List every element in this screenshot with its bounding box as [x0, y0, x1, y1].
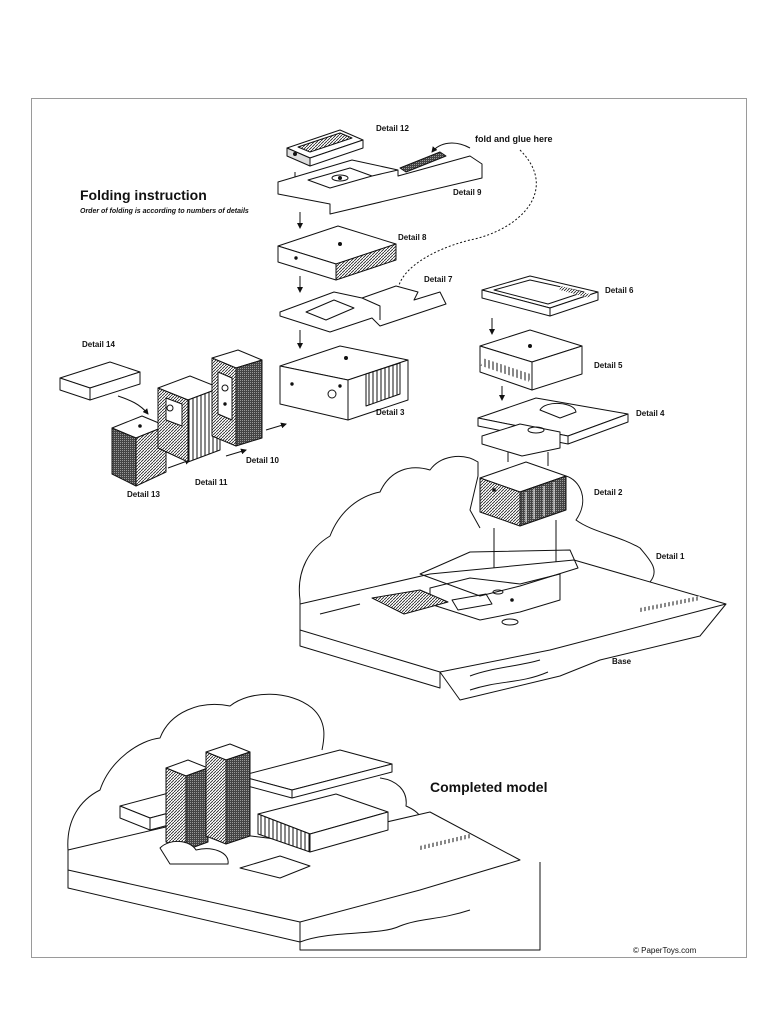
fold-note: fold and glue here: [475, 134, 553, 144]
page-title: Folding instruction: [80, 187, 207, 203]
detail-4-part: [477, 397, 629, 457]
detail-5-label: Detail 5: [594, 361, 623, 370]
detail-8-part: [277, 225, 397, 281]
arrow: [225, 448, 247, 457]
detail-7-part: [279, 285, 447, 333]
fold-glue-tab: [399, 151, 447, 173]
detail-11-label: Detail 11: [195, 478, 228, 487]
detail-6-label: Detail 6: [605, 286, 634, 295]
page-subtitle: Order of folding is according to numbers…: [80, 208, 249, 215]
copyright-text: © PaperToys.com: [633, 946, 697, 955]
detail-1-label: Detail 1: [656, 552, 685, 561]
detail-2-part: [479, 461, 567, 527]
detail-2-label: Detail 2: [594, 488, 623, 497]
detail-9-part: [277, 155, 483, 215]
arrow: [117, 395, 149, 415]
detail-7-label: Detail 7: [424, 275, 453, 284]
detail-8-label: Detail 8: [398, 233, 427, 242]
detail-14-part: [59, 361, 141, 401]
detail-6-part: [481, 275, 599, 317]
detail-4-label: Detail 4: [636, 409, 665, 418]
completed-model: [67, 693, 541, 951]
detail-5-part: [479, 329, 583, 391]
detail-14-label: Detail 14: [82, 340, 115, 349]
detail-12-part: [286, 129, 364, 167]
detail-3-label: Detail 3: [376, 408, 405, 417]
detail-12-label: Detail 12: [376, 124, 409, 133]
detail-10-label: Detail 10: [246, 456, 279, 465]
detail-3-part: [279, 345, 409, 421]
base-label: Base: [612, 657, 632, 666]
arrow: [265, 422, 287, 431]
completed-model-label: Completed model: [430, 779, 548, 795]
base-landscape: [298, 455, 727, 701]
detail-11-part: [157, 375, 221, 463]
fold-arrow: [431, 142, 471, 153]
dotted-guide: [397, 149, 537, 291]
detail-9-label: Detail 9: [453, 188, 482, 197]
detail-10-part: [211, 349, 263, 447]
detail-13-label: Detail 13: [127, 490, 160, 499]
